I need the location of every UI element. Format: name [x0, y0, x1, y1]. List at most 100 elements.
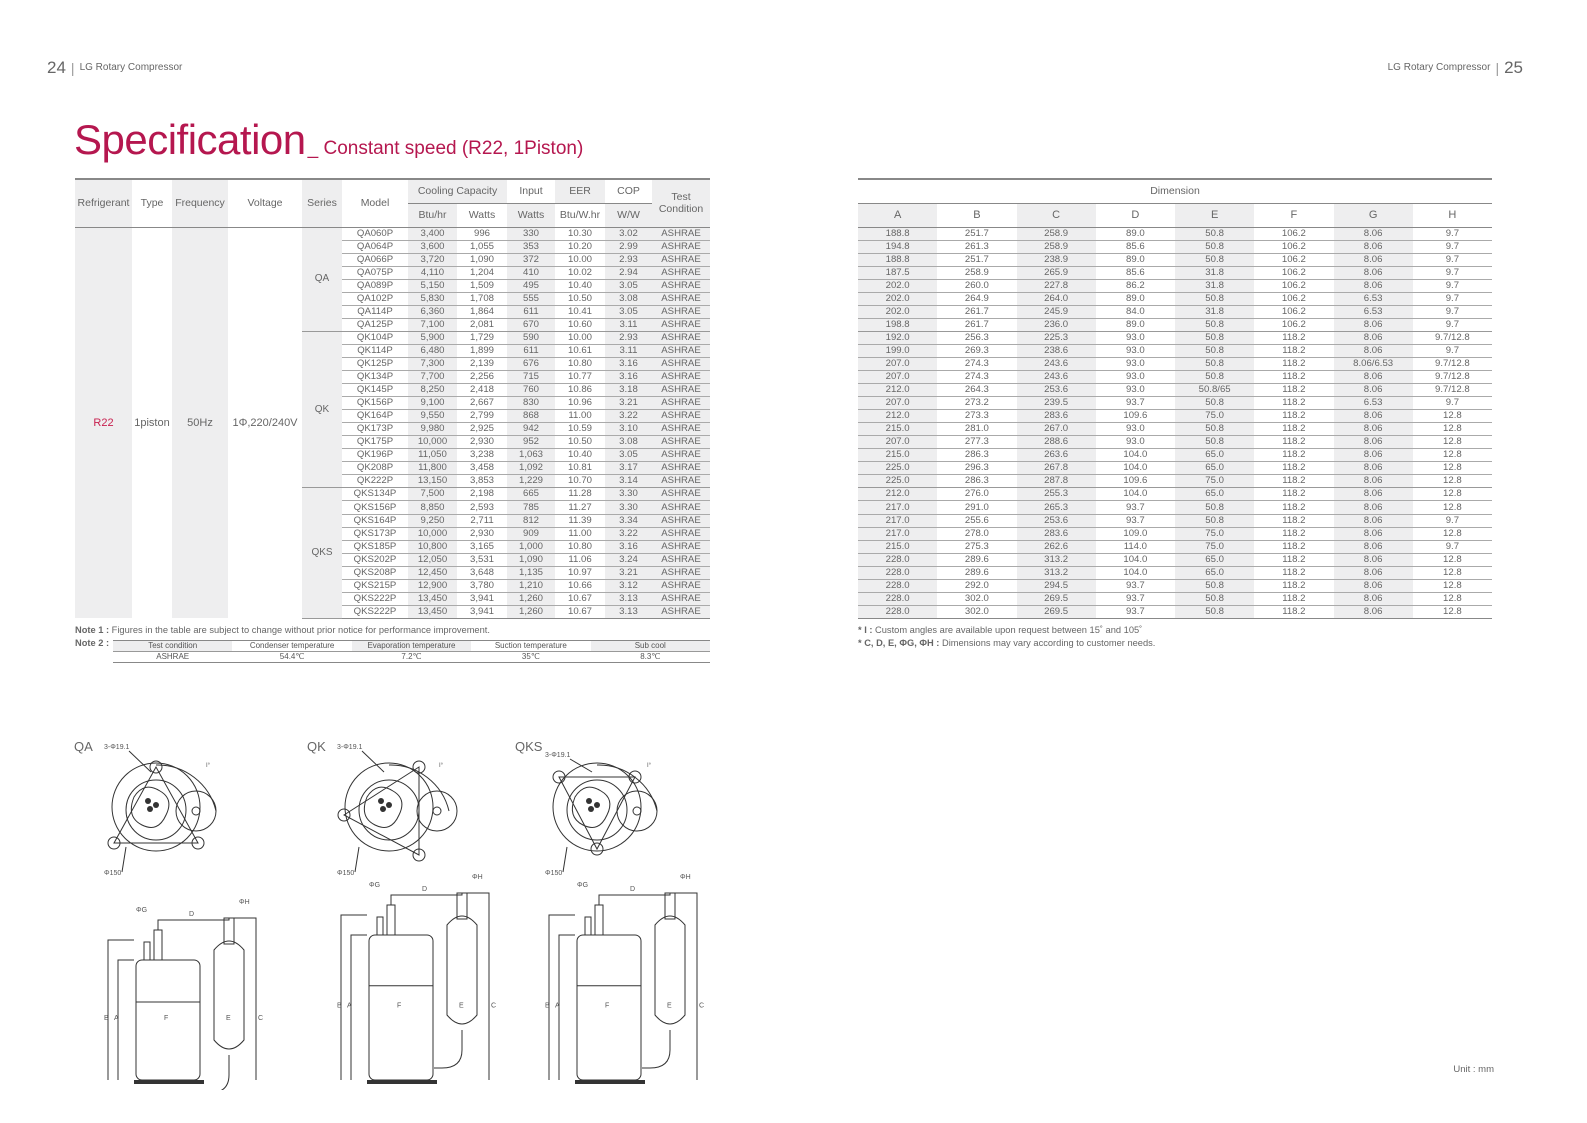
- cell-eer: 10.96: [555, 396, 606, 411]
- cell-model: QKS215P: [342, 579, 408, 593]
- cell-input-watts: 1,260: [507, 605, 556, 619]
- cell-dim-h: 12.8: [1412, 566, 1492, 580]
- header-btu: Btu/hr: [408, 203, 457, 227]
- cell-eer: 10.80: [555, 357, 606, 372]
- cell-btu: 4,110: [408, 266, 457, 280]
- cell-test-condition: ASHRAE: [652, 344, 711, 358]
- cell-input-watts: 760: [507, 383, 556, 398]
- cell-dim-f: 118.2: [1254, 409, 1334, 424]
- dimension-c-line: [467, 892, 490, 1080]
- cell-eer: 10.41: [555, 305, 606, 319]
- condition-value: 54.4℃: [279, 652, 305, 661]
- cell-dim-g: 8.06: [1333, 266, 1413, 280]
- cell-watts: 2,593: [457, 500, 508, 515]
- cell-dim-b: 273.2: [937, 396, 1017, 411]
- cell-dim-c: 239.5: [1016, 396, 1096, 411]
- cell-eer: 10.86: [555, 383, 606, 398]
- cell-cop: 2.93: [605, 253, 653, 267]
- cell-dim-c: 255.3: [1016, 487, 1096, 502]
- cell-dim-c: 283.6: [1016, 527, 1096, 541]
- accumulator-port: [191, 806, 201, 816]
- mount-hole-icon: [590, 842, 604, 856]
- cell-dim-f: 118.2: [1254, 592, 1334, 606]
- leader-line: [569, 758, 593, 773]
- cell-cop: 2.99: [605, 240, 653, 254]
- note-1-text: Figures in the table are subject to chan…: [109, 625, 490, 635]
- cell-eer: 11.27: [555, 500, 606, 515]
- cell-btu: 12,450: [408, 566, 457, 580]
- cell-watts: 2,198: [457, 487, 508, 502]
- cell-input-watts: 372: [507, 253, 556, 267]
- terminal-pin-icon: [153, 802, 159, 808]
- leader-line: [128, 750, 152, 773]
- cell-dim-a: 194.8: [858, 240, 938, 254]
- cell-dim-c: 267.8: [1016, 461, 1096, 476]
- cell-dim-a: 212.0: [858, 487, 938, 502]
- terminal-pin-icon: [586, 798, 592, 804]
- cell-dim-a: 188.8: [858, 227, 938, 241]
- cell-input-watts: 830: [507, 396, 556, 411]
- cell-dim-d: 86.2: [1095, 279, 1175, 293]
- cell-input-watts: 1,210: [507, 579, 556, 593]
- discharge-pipe: [376, 916, 384, 936]
- cell-dim-h: 9.7/12.8: [1412, 383, 1492, 398]
- cell-test-condition: ASHRAE: [652, 227, 711, 241]
- cell-model: QK114P: [342, 344, 408, 358]
- dim-note-1-label: * I :: [858, 625, 873, 635]
- label-c: C: [491, 1003, 496, 1010]
- cell-test-condition: ASHRAE: [652, 592, 711, 606]
- cell-test-condition: ASHRAE: [652, 474, 711, 489]
- cell-dim-f: 118.2: [1254, 540, 1334, 554]
- cell-watts: 3,165: [457, 540, 508, 554]
- cell-test-condition: ASHRAE: [652, 331, 711, 345]
- dimension-a-line: [350, 934, 367, 1080]
- cell-eer: 10.67: [555, 592, 606, 606]
- header-dim-g: G: [1333, 203, 1413, 228]
- cell-eer: 10.66: [555, 579, 606, 593]
- cell-test-condition: ASHRAE: [652, 553, 711, 567]
- cell-dim-f: 118.2: [1254, 605, 1334, 619]
- cell-dim-b: 274.3: [937, 370, 1017, 385]
- cell-input-watts: 1,229: [507, 474, 556, 489]
- cell-dim-e: 65.0: [1175, 553, 1255, 567]
- cell-watts: 2,256: [457, 370, 508, 385]
- cell-watts: 2,799: [457, 409, 508, 424]
- cell-dim-g: 8.06: [1333, 253, 1413, 267]
- dimension-a-line: [117, 959, 134, 1080]
- header-dim-b: B: [937, 203, 1017, 228]
- cell-eer: 10.00: [555, 253, 606, 267]
- cell-model: QK125P: [342, 357, 408, 372]
- cell-dim-e: 75.0: [1175, 540, 1255, 554]
- cell-dim-d: 84.0: [1095, 305, 1175, 319]
- cell-dim-e: 50.8: [1175, 422, 1255, 437]
- cell-input-watts: 555: [507, 292, 556, 306]
- cell-eer: 11.00: [555, 409, 606, 424]
- header-series: Series: [302, 179, 342, 227]
- header-dim-a: A: [858, 203, 938, 228]
- cell-dim-g: 8.06: [1333, 318, 1413, 332]
- cell-dim-b: 261.7: [937, 305, 1017, 319]
- cell-dim-b: 261.7: [937, 318, 1017, 332]
- cell-dim-g: 8.06: [1333, 605, 1413, 619]
- cell-dim-a: 192.0: [858, 331, 938, 345]
- page-number: 24: [47, 58, 66, 77]
- label-b: B: [545, 1003, 550, 1010]
- cell-btu: 10,800: [408, 540, 457, 554]
- cell-type: 1piston: [134, 416, 170, 429]
- cell-cop: 3.08: [605, 435, 653, 450]
- shell-circle: [358, 779, 420, 841]
- cell-btu: 3,600: [408, 240, 457, 254]
- cell-btu: 9,100: [408, 396, 457, 411]
- cell-dim-d: 93.7: [1095, 592, 1175, 606]
- header-cooling-capacity: Cooling Capacity: [408, 179, 508, 204]
- label-b: B: [337, 1003, 342, 1010]
- cell-dim-b: 258.9: [937, 266, 1017, 280]
- cell-dim-d: 104.0: [1095, 553, 1175, 567]
